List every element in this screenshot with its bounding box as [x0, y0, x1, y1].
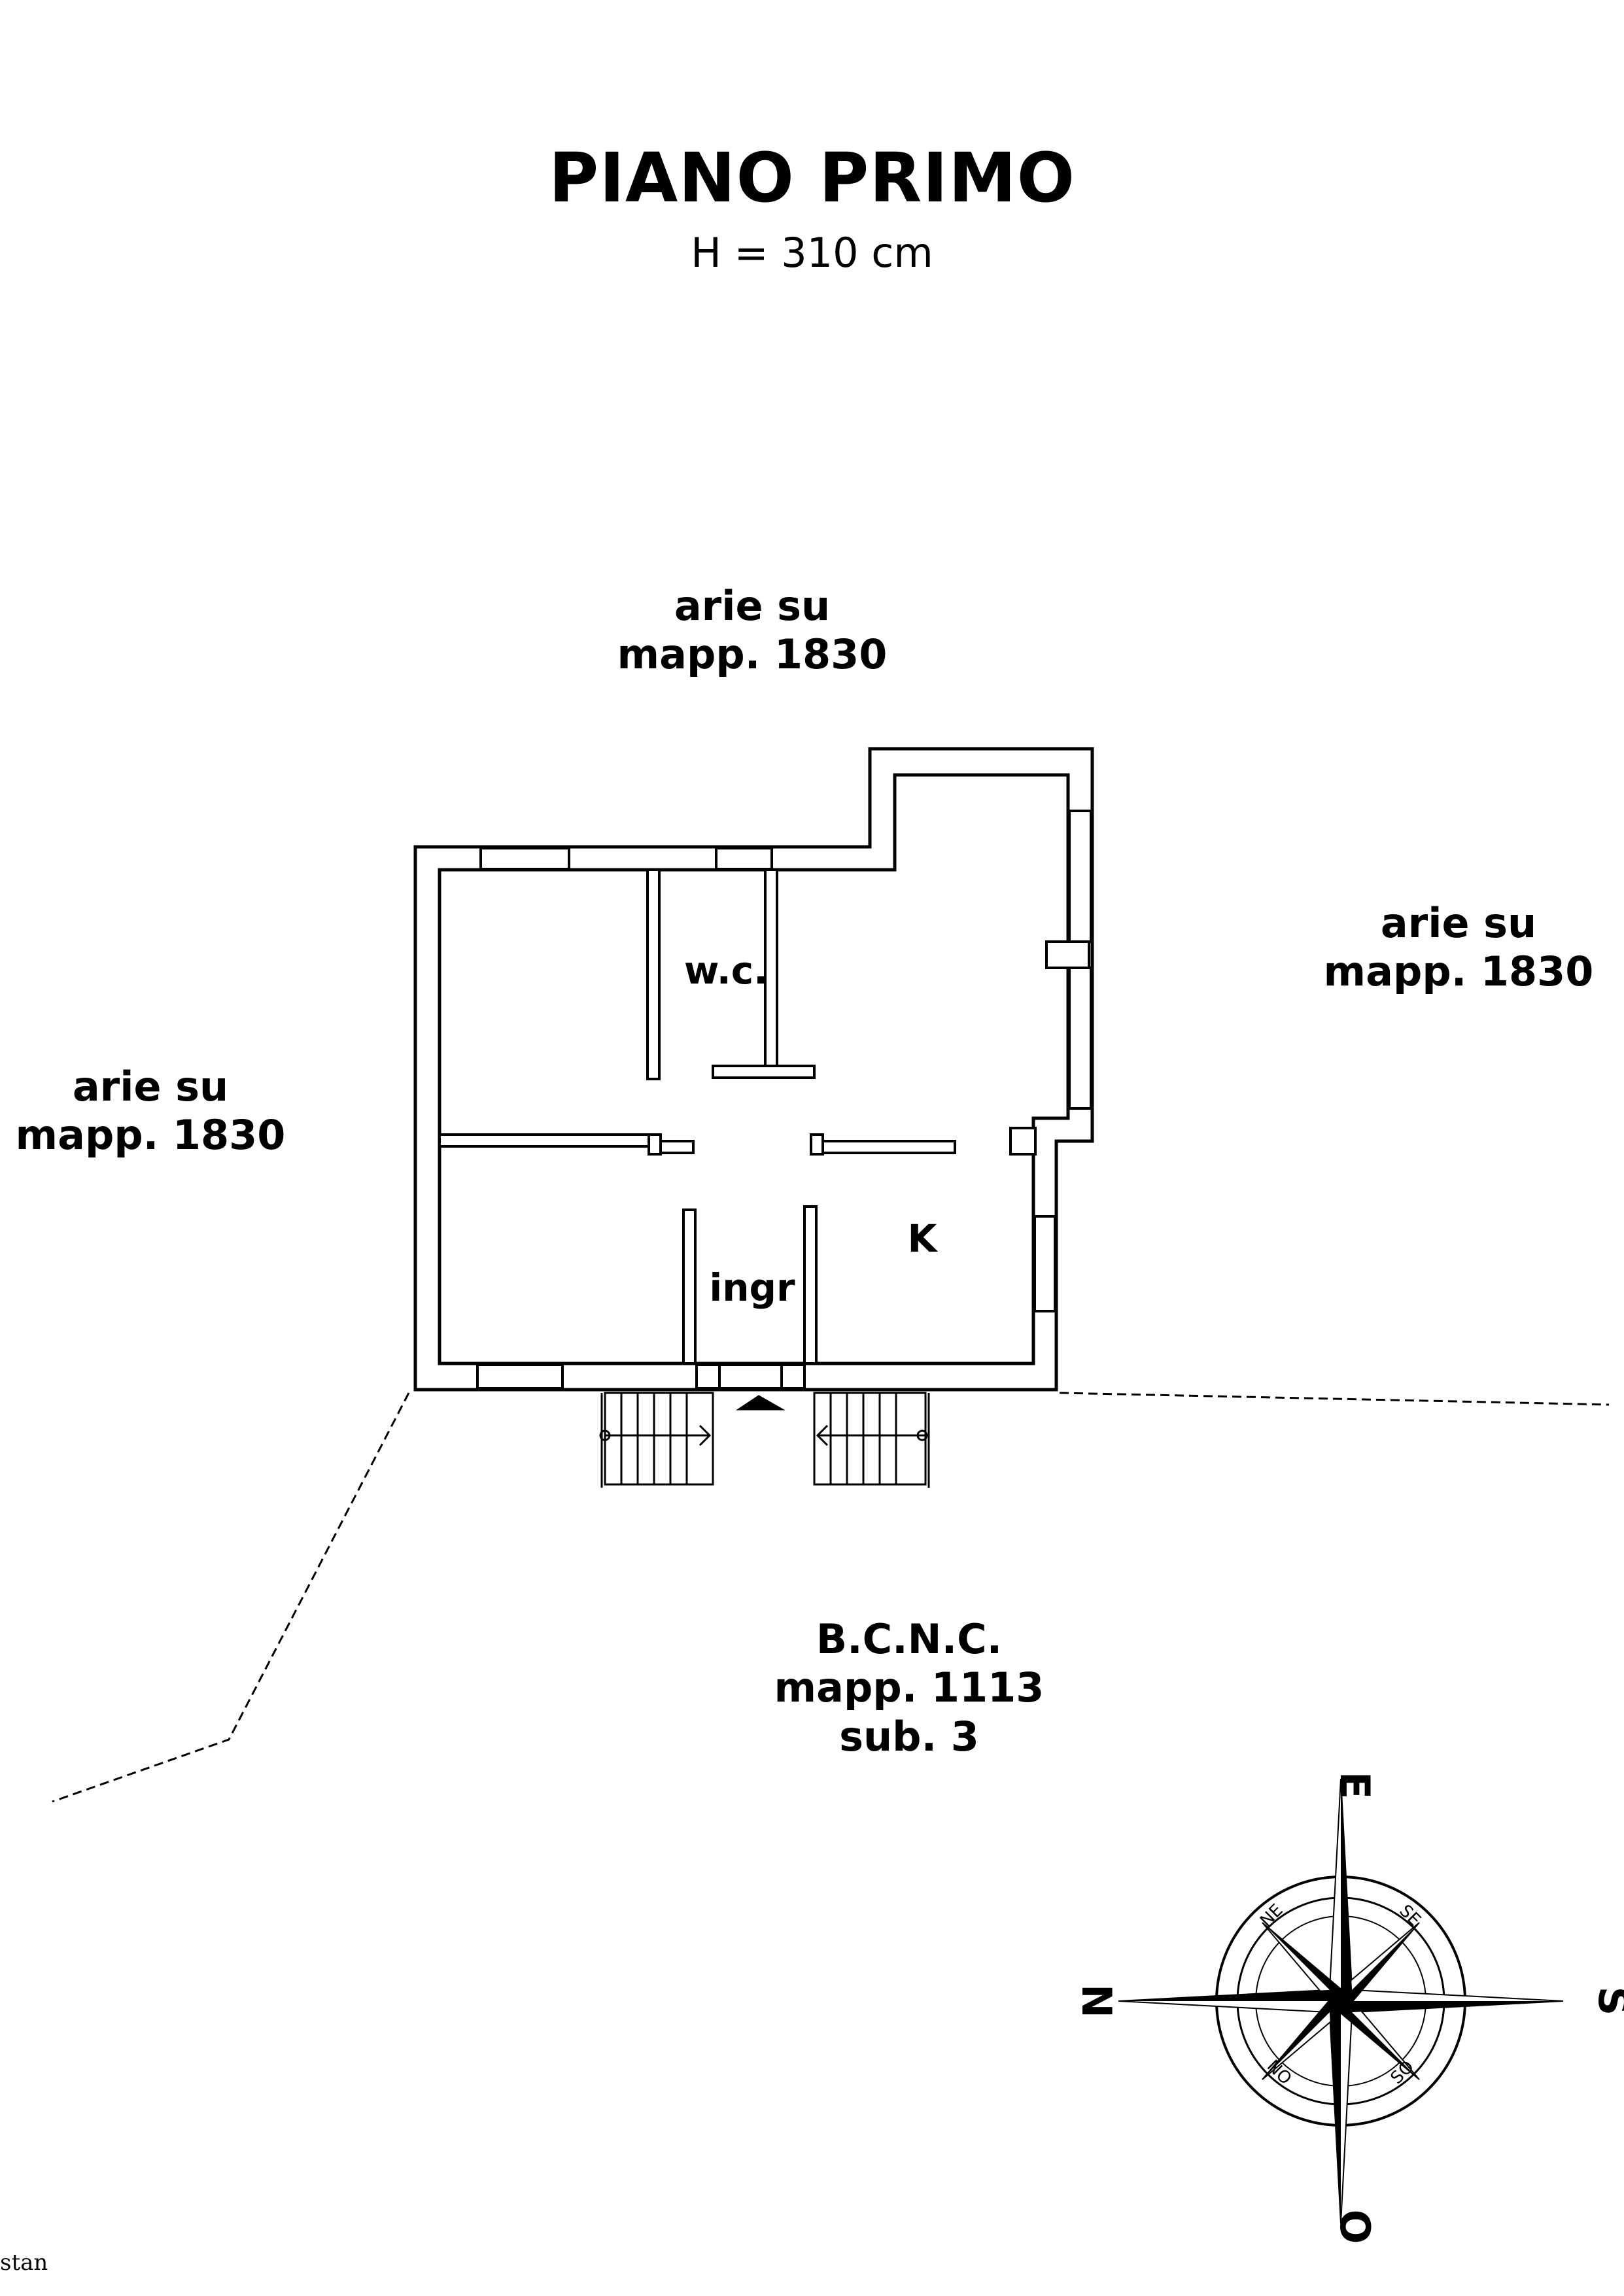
window-east-3 — [1033, 1215, 1056, 1312]
compass-left-letter: N — [1073, 1984, 1120, 2018]
wall-east-step — [1009, 1127, 1037, 1156]
compass-se: SE — [1395, 1901, 1425, 1930]
wall-wc-left — [646, 868, 661, 1080]
neighbor-south-line1: B.C.N.C. — [816, 1615, 1003, 1663]
pillar-east — [1045, 940, 1090, 969]
compass-no: NO — [1263, 2057, 1295, 2089]
compass-top-letter: E — [1331, 1772, 1379, 1799]
window-south-1 — [476, 1363, 564, 1390]
compass-ne: NE — [1256, 1900, 1287, 1931]
compass-so: SO — [1387, 2057, 1418, 2088]
neighbor-north-line2: mapp. 1830 — [617, 630, 888, 679]
entrance-door — [695, 1363, 806, 1390]
room-kitchen-label: K — [907, 1216, 937, 1261]
neighbor-east-line1: arie su — [1380, 899, 1537, 947]
room-entrance-label: ingr — [709, 1265, 795, 1310]
neighbor-west-label: arie su mapp. 1830 — [7, 1063, 294, 1160]
wall-ingr-left — [682, 1208, 697, 1365]
compass-rose — [1118, 1778, 1564, 2224]
neighbor-west-line2: mapp. 1830 — [15, 1111, 286, 1159]
inner-wall — [438, 773, 1070, 1365]
outer-wall — [413, 747, 1094, 1392]
neighbor-east-line2: mapp. 1830 — [1323, 948, 1594, 996]
neighbor-south-label: B.C.N.C. mapp. 1113 sub. 3 — [746, 1615, 1073, 1761]
neighbor-south-line2: mapp. 1113 — [774, 1664, 1045, 1712]
wall-wc-bottom — [712, 1065, 816, 1079]
boundary-west — [52, 1392, 410, 1803]
room-wc-label: w.c. — [683, 948, 769, 993]
entrance-arrow — [736, 1395, 786, 1411]
compass-bottom-letter: O — [1331, 2210, 1379, 2244]
window-east-1 — [1068, 810, 1092, 943]
boundary-east — [1059, 1392, 1610, 1406]
window-east-2 — [1068, 967, 1092, 1110]
neighbor-south-line3: sub. 3 — [839, 1712, 979, 1760]
ceiling-height: H = 310 cm — [691, 229, 933, 277]
window-north-2 — [715, 847, 773, 870]
compass-right-letter: S — [1589, 1987, 1624, 2016]
neighbor-east-label: arie su mapp. 1830 — [1315, 899, 1602, 997]
plan-title: PIANO PRIMO — [549, 138, 1075, 218]
wall-mid-right-stub — [810, 1133, 824, 1156]
corner-text: stan — [0, 2250, 48, 2276]
neighbor-north-label: arie su mapp. 1830 — [608, 582, 896, 679]
neighbor-west-line1: arie su — [72, 1063, 229, 1110]
wall-mid-left-2 — [659, 1140, 695, 1154]
neighbor-north-line1: arie su — [674, 582, 831, 630]
wall-ingr-right — [803, 1205, 818, 1365]
window-north-1 — [479, 847, 570, 870]
